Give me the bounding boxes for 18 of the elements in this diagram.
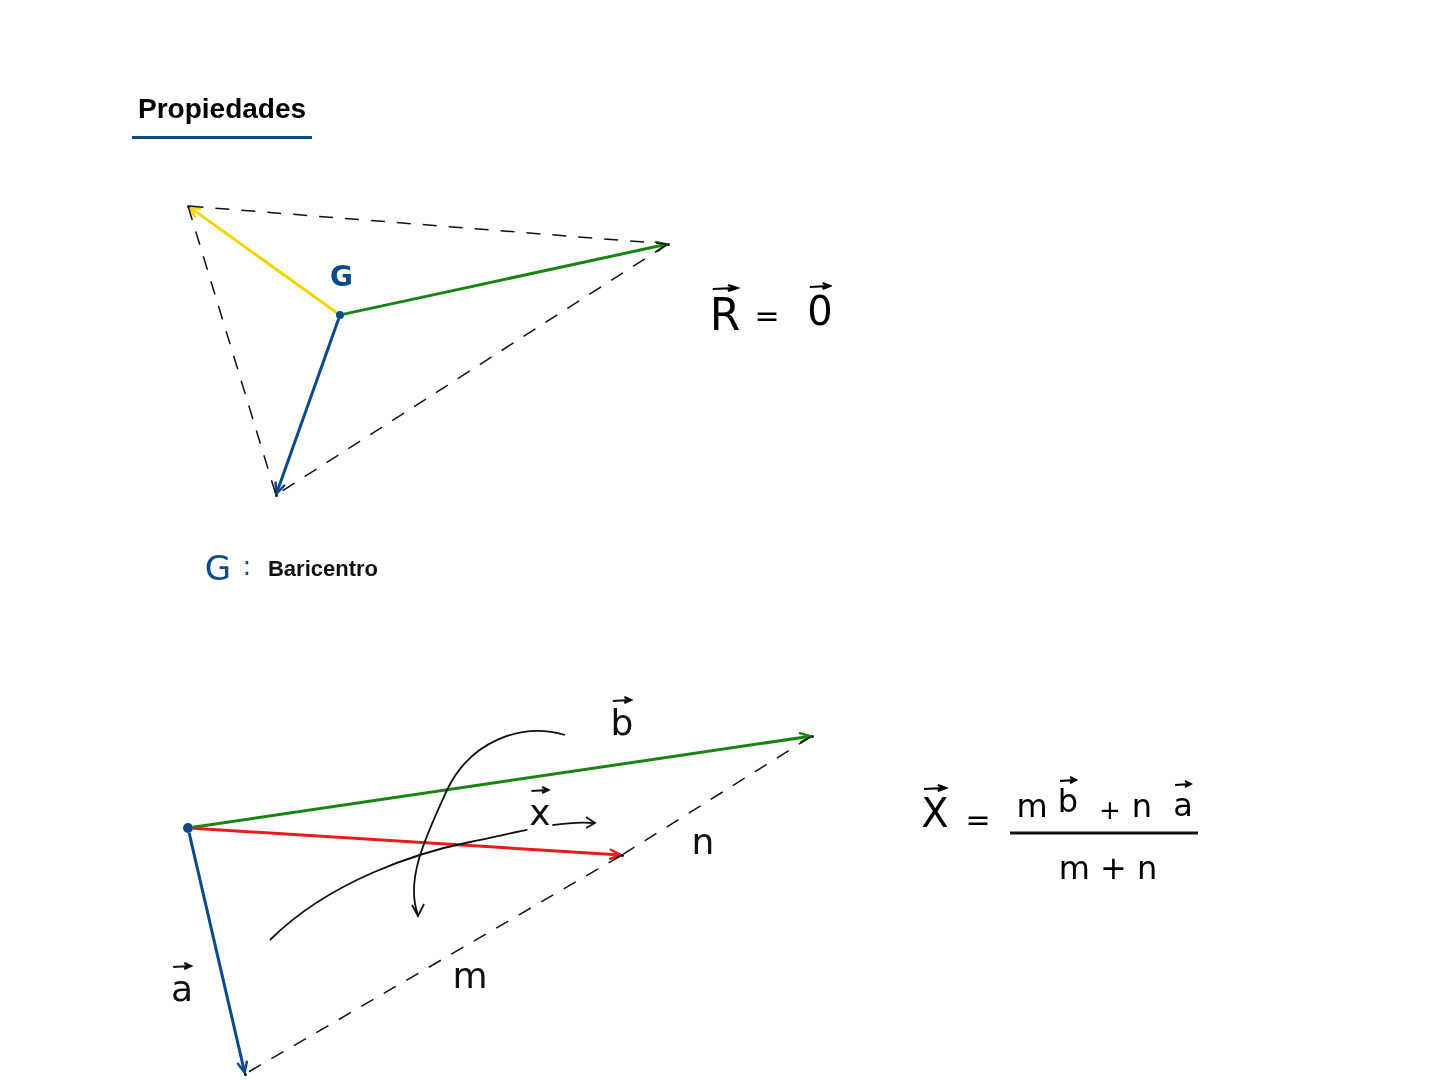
point-label: G — [330, 263, 353, 291]
dashed-line — [187, 206, 277, 495]
edge-label: x — [527, 785, 553, 831]
vector-arrow — [192, 826, 622, 861]
vector-arrow — [343, 240, 668, 316]
vector-arrow — [274, 318, 341, 495]
vertex-point — [666, 242, 670, 246]
vector-arrow — [187, 832, 249, 1074]
vertex-point — [243, 1072, 247, 1076]
vertex-point — [186, 204, 190, 208]
vector-arrow — [187, 205, 338, 314]
vertex-point — [620, 853, 624, 857]
vertex-point — [274, 493, 278, 497]
vector-arrow — [192, 731, 812, 829]
vertex-point — [810, 734, 814, 738]
dashed-line — [188, 205, 668, 245]
title: Propiedades — [132, 88, 313, 139]
dashed-line — [622, 736, 812, 855]
